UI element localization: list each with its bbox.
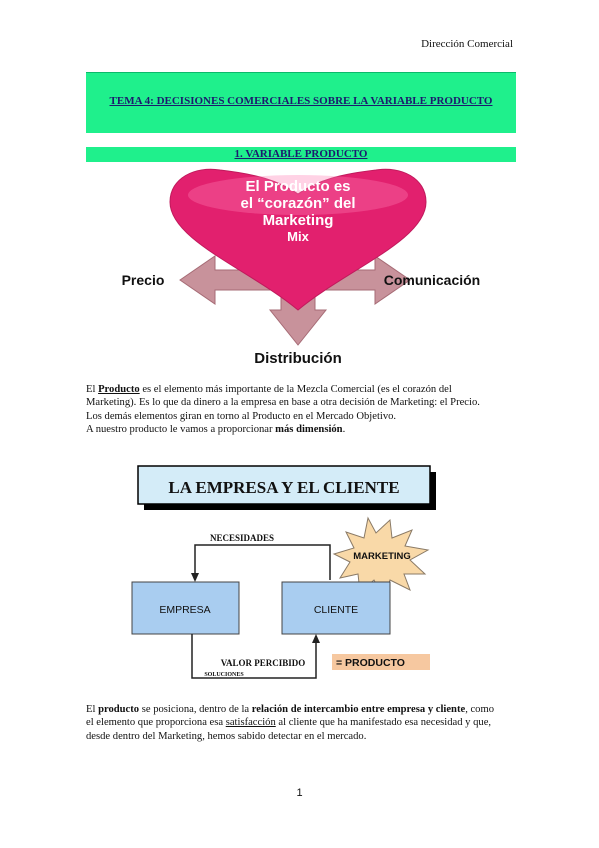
valor-arrowhead bbox=[312, 634, 320, 643]
topic-title: TEMA 4: DECISIONES COMERCIALES SOBRE LA … bbox=[109, 95, 493, 107]
intro-line-2: Marketing). Es lo que da dinero a la emp… bbox=[86, 397, 480, 409]
heart-line-2: el “corazón” del bbox=[240, 195, 355, 212]
positioning-line-3: desde dentro del Marketing, hemos sabido… bbox=[86, 730, 367, 742]
label-precio: Precio bbox=[122, 272, 165, 288]
valor-line bbox=[191, 634, 317, 679]
title-box bbox=[137, 465, 431, 505]
producto-tag bbox=[332, 654, 430, 670]
term-producto: Producto bbox=[98, 384, 140, 395]
topic-banner: TEMA 4: DECISIONES COMERCIALES SOBRE LA … bbox=[86, 72, 516, 133]
cliente-label: CLIENTE bbox=[314, 604, 358, 616]
label-distribucion: Distribución bbox=[254, 350, 342, 367]
label-comunicacion: Comunicación bbox=[384, 272, 480, 288]
intro-line-3: Los demás elementos giran en torno al Pr… bbox=[86, 410, 397, 422]
positioning-paragraph: El producto se posiciona, dentro de la r… bbox=[86, 703, 518, 743]
term-satisfaccion: satisfacción bbox=[225, 717, 276, 729]
marketing-starburst bbox=[332, 516, 430, 600]
heart-line-4: Mix bbox=[287, 229, 309, 244]
page-number: 1 bbox=[296, 787, 303, 799]
empresa-label: EMPRESA bbox=[159, 604, 210, 616]
soluciones-label: SOLUCIONES bbox=[204, 672, 244, 678]
necesidades-line bbox=[194, 544, 331, 580]
cliente-box bbox=[281, 581, 391, 635]
running-header: Dirección Comercial bbox=[421, 38, 513, 50]
necesidades-arrowhead bbox=[191, 573, 199, 582]
heart-shape bbox=[169, 168, 427, 311]
marketing-mix-heart-diagram: El Producto es el “corazón” del Marketin… bbox=[122, 168, 480, 367]
heart-line-3: Marketing bbox=[263, 212, 334, 229]
term-relacion: relación de intercambio entre empresa y … bbox=[251, 704, 466, 715]
section-title: 1. VARIABLE PRODUCTO bbox=[234, 148, 368, 160]
empresa-box bbox=[131, 581, 240, 635]
valor-percibido-label: VALOR PERCIBIDO bbox=[221, 658, 306, 668]
diagram-title: LA EMPRESA Y EL CLIENTE bbox=[168, 478, 399, 497]
term-mas-dimension: más dimensión bbox=[275, 424, 343, 436]
intro-paragraph: El Producto es el elemento más important… bbox=[86, 383, 518, 437]
section-banner: 1. VARIABLE PRODUCTO bbox=[86, 147, 516, 162]
empresa-cliente-diagram: LA EMPRESA Y EL CLIENTE NECESIDADES MARK… bbox=[131, 465, 436, 679]
heart-highlight bbox=[188, 175, 408, 215]
heart-line-1: El Producto es bbox=[245, 178, 350, 195]
marketing-label: MARKETING bbox=[353, 551, 411, 562]
term-producto-2: producto bbox=[98, 704, 140, 715]
necesidades-label: NECESIDADES bbox=[210, 533, 274, 543]
producto-label: = PRODUCTO bbox=[336, 657, 405, 669]
